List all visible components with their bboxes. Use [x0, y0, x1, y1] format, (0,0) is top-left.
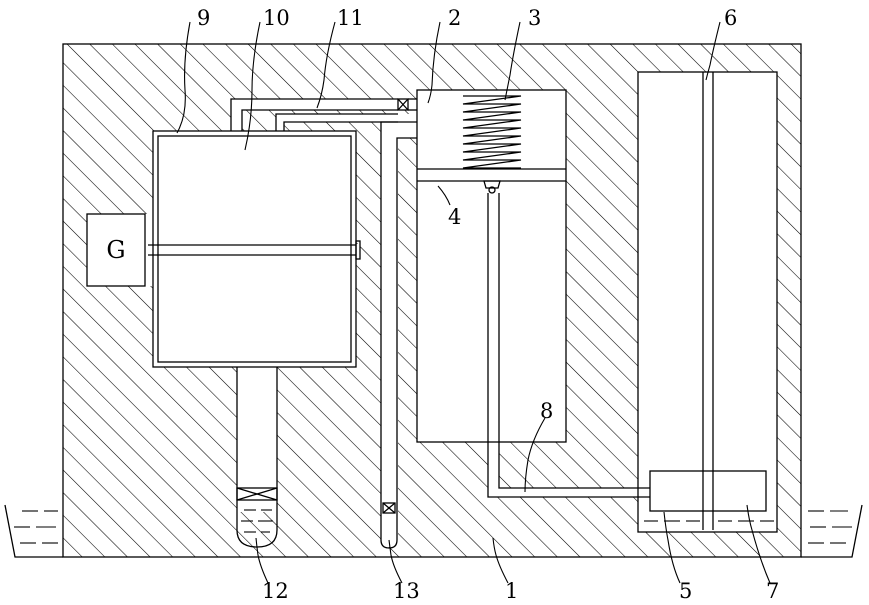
label-9: 9	[197, 6, 210, 30]
label-1: 1	[505, 579, 518, 603]
label-5: 5	[679, 579, 692, 603]
label-6: 6	[724, 6, 737, 30]
generator-label: G	[106, 236, 125, 264]
water-right	[801, 505, 862, 557]
label-2: 2	[448, 6, 461, 30]
label-7: 7	[766, 579, 779, 603]
label-3: 3	[528, 6, 541, 30]
label-8: 8	[540, 399, 553, 423]
label-10: 10	[263, 6, 290, 30]
water-left	[5, 505, 63, 557]
label-11: 11	[337, 6, 364, 30]
label-12: 12	[262, 579, 289, 603]
label-4: 4	[448, 205, 461, 229]
label-13: 13	[393, 579, 420, 603]
